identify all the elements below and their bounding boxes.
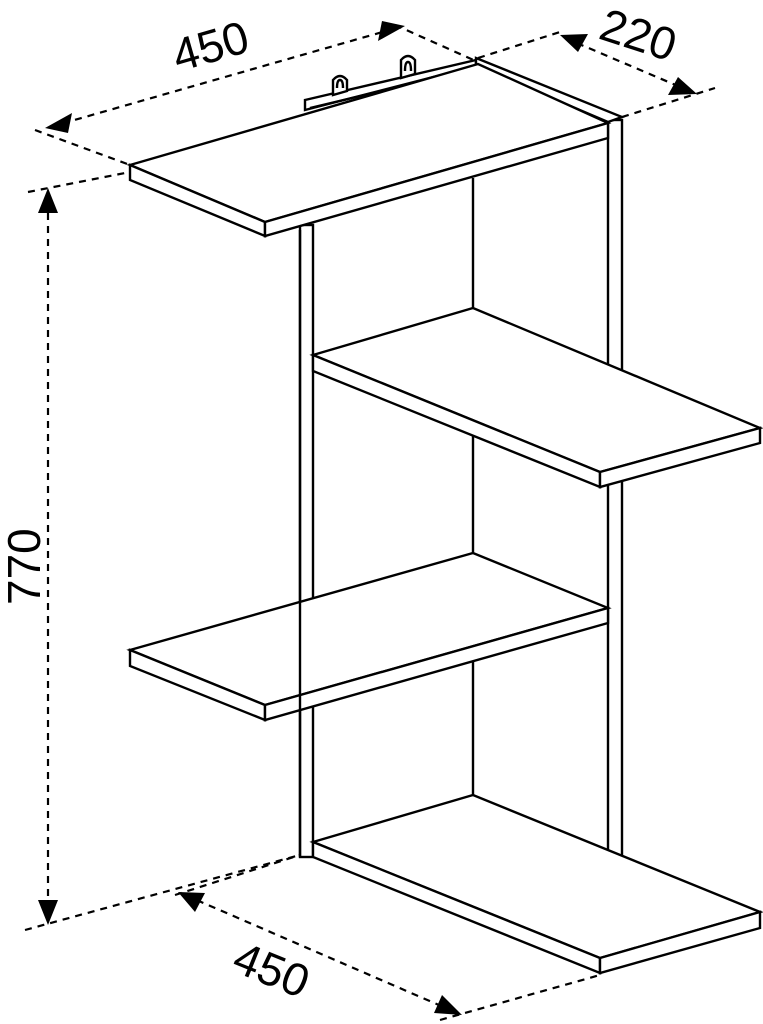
arrow-down-right-icon — [668, 77, 697, 95]
wall-hanger-bracket-right — [399, 54, 417, 80]
arrow-up-left-icon — [560, 34, 588, 52]
bottom-shelf — [309, 793, 763, 975]
arrow-up-icon — [38, 188, 58, 213]
second-shelf — [309, 306, 763, 489]
dimension-height: 770 — [0, 170, 301, 932]
dimension-label-width-bottom: 450 — [226, 931, 317, 1008]
top-shelf — [126, 62, 612, 238]
wall-hanger-bracket-left — [331, 74, 349, 97]
dimension-label-width-top: 450 — [166, 10, 254, 81]
right-side-panel — [474, 56, 626, 860]
dimension-label-depth: 220 — [594, 0, 683, 71]
arrow-left-icon — [45, 113, 72, 133]
arrow-up-left-icon — [178, 892, 205, 912]
dimension-label-height: 770 — [0, 528, 50, 605]
arrow-down-right-icon — [434, 995, 462, 1015]
arrow-down-icon — [38, 900, 58, 925]
arrow-right-icon — [378, 21, 405, 41]
third-shelf — [126, 551, 612, 722]
left-side-panel — [298, 223, 315, 859]
